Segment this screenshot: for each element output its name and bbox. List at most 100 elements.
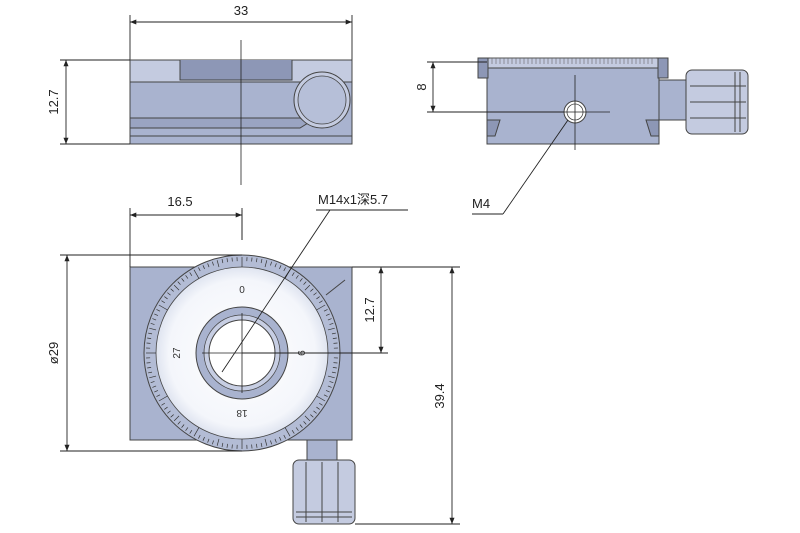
dial-tick <box>161 300 166 304</box>
dial-tick <box>304 284 311 291</box>
dial-tick <box>189 272 193 277</box>
dim-width-33: 33 <box>234 3 248 18</box>
dial-tick <box>325 313 330 316</box>
dial-tick <box>173 284 180 291</box>
scale-label-0: 0 <box>239 285 245 296</box>
dial-tick <box>264 260 268 268</box>
dial-tick <box>270 440 272 445</box>
dial-tick <box>256 443 258 448</box>
dial-tick <box>316 406 320 410</box>
dial-tick <box>313 292 317 296</box>
dial-tick <box>221 259 224 264</box>
dial-tick <box>316 395 326 402</box>
dial-tick <box>291 429 295 434</box>
dial-tick <box>212 261 214 266</box>
dial-tick <box>316 304 326 311</box>
dial-tick <box>303 421 307 425</box>
dial-tick <box>149 375 157 379</box>
dial-tick <box>279 436 282 441</box>
dial-tick <box>283 267 286 272</box>
dial-tick <box>185 275 189 279</box>
dim-side-height-8: 8 <box>414 83 429 90</box>
label-thread-m4: M4 <box>472 196 490 211</box>
dial-tick <box>161 402 166 406</box>
dial-tick <box>279 265 282 270</box>
dial-tick <box>291 272 295 277</box>
dial-tick <box>316 296 320 300</box>
dial-tick <box>323 309 328 312</box>
dial-tick <box>158 304 168 311</box>
dial-tick <box>158 395 168 402</box>
dial-tick <box>177 281 181 285</box>
dial-tick <box>198 267 201 272</box>
dial-tick <box>148 332 153 335</box>
dial-tick <box>327 318 332 321</box>
dim-height-12-7: 12.7 <box>46 89 61 114</box>
dial-tick <box>170 288 174 292</box>
dim-offset-16-5: 16.5 <box>167 194 192 209</box>
dim-total-height-39-4: 39.4 <box>432 383 447 408</box>
dial-tick <box>207 263 210 268</box>
dial-tick <box>318 300 323 304</box>
dial-tick <box>304 415 311 422</box>
dial-tick <box>173 415 180 422</box>
dial-tick <box>264 438 268 446</box>
dial-tick <box>310 414 314 418</box>
dial-tick <box>221 442 224 447</box>
dial-tick <box>150 323 155 325</box>
dial-tick <box>332 367 337 369</box>
dim-diameter-29: ø29 <box>46 342 61 364</box>
dial-tick <box>185 427 189 431</box>
dial-ticks <box>146 257 338 449</box>
dial-tick <box>202 436 205 441</box>
dial-tick <box>270 261 272 266</box>
side-view: 8 M4 <box>414 57 749 215</box>
dial-tick <box>323 394 328 397</box>
dial-tick <box>189 429 193 434</box>
dial-tick <box>202 265 205 270</box>
dial-tick <box>283 434 286 439</box>
dial-tick <box>198 434 201 439</box>
dial-tick <box>299 424 303 428</box>
dial-tick <box>207 438 210 443</box>
dial-tick <box>284 427 291 437</box>
dial-tick <box>332 337 337 339</box>
dial-tick <box>295 427 299 431</box>
dial-tick <box>150 381 155 383</box>
label-thread-m14: M14x1深5.7 <box>318 192 388 207</box>
dial-tick <box>327 385 332 388</box>
dial-tick <box>193 427 200 437</box>
dial-tick <box>167 410 171 414</box>
dial-tick <box>181 278 185 282</box>
dial-tick <box>327 375 335 379</box>
scale-label-18: 18 <box>236 407 248 418</box>
dial-tick <box>152 385 157 388</box>
dial-tick <box>256 258 258 263</box>
dial-tick <box>156 394 161 397</box>
dial-tick <box>274 438 277 443</box>
dial-tick <box>313 410 317 414</box>
side-view-serrations <box>490 57 656 64</box>
dial-tick <box>226 443 228 448</box>
dial-tick <box>164 296 168 300</box>
top-view: 0 9 18 27 16.5 M14x1深5.7 ø29 12.7 39.4 <box>46 192 460 525</box>
dial-tick <box>147 337 152 339</box>
dial-tick <box>260 442 263 447</box>
dial-tick <box>216 438 220 446</box>
dial-tick <box>295 275 299 279</box>
dial-tick <box>177 421 181 425</box>
dial-tick <box>329 381 334 383</box>
dial-tick <box>212 440 214 445</box>
dial-tick <box>274 263 277 268</box>
dial-tick <box>216 260 220 268</box>
dial-tick <box>147 367 152 369</box>
dial-tick <box>329 323 334 325</box>
dial-tick <box>299 278 303 282</box>
dial-tick <box>303 281 307 285</box>
dial-tick <box>152 318 157 321</box>
dim-inner-height-12-7: 12.7 <box>362 297 377 322</box>
dial-tick <box>327 327 335 331</box>
dial-tick <box>154 313 159 316</box>
dial-tick <box>331 371 336 374</box>
